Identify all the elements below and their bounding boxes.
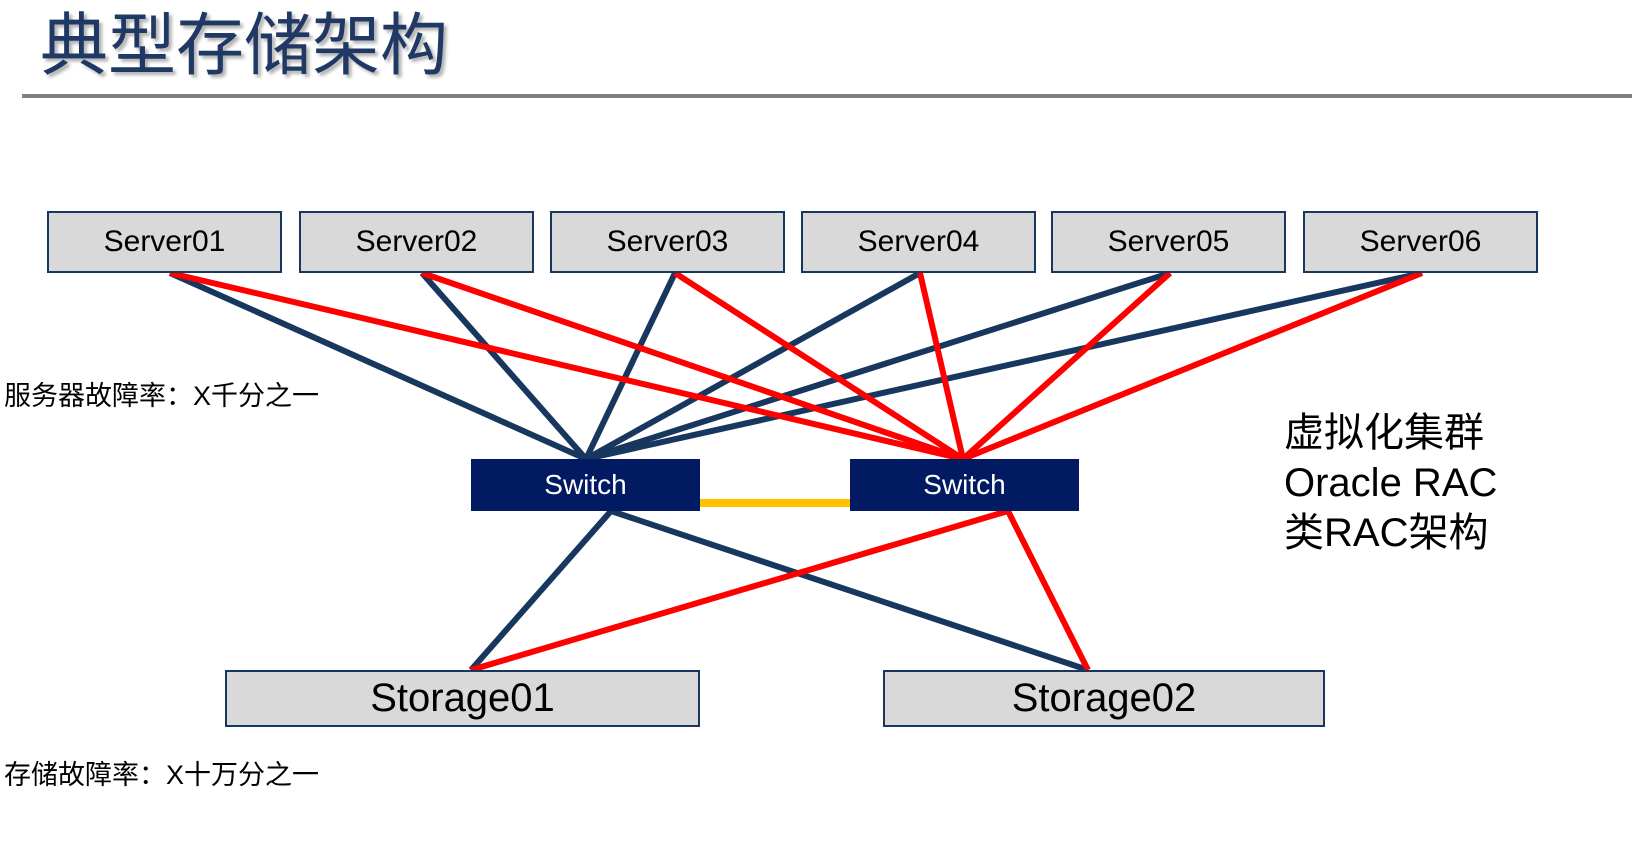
page-title: 典型存储架构 (40, 8, 449, 84)
node-server01-label: Server01 (103, 225, 226, 258)
link-server03-switch2 (673, 270, 965, 462)
node-storage01-label: Storage01 (370, 676, 555, 720)
link-switch2-storage01 (470, 508, 1009, 673)
link-server02-switch1 (419, 271, 589, 461)
node-server02[interactable]: Server02 (299, 211, 534, 273)
node-server03[interactable]: Server03 (550, 211, 785, 273)
node-storage02[interactable]: Storage02 (883, 670, 1325, 727)
link-server04-switch1 (584, 270, 922, 462)
link-server05-switch1 (585, 270, 1171, 462)
cluster-notes: 虚拟化集群 Oracle RAC 类RAC架构 (1284, 408, 1497, 558)
cluster-note-line-1: 虚拟化集群 (1284, 411, 1484, 455)
link-server01-switch2 (169, 270, 964, 462)
node-server05-label: Server05 (1107, 225, 1230, 258)
link-switch1-storage01 (468, 509, 614, 672)
cluster-note-line-3: 类RAC架构 (1284, 511, 1489, 555)
node-server06[interactable]: Server06 (1303, 211, 1538, 273)
node-server01[interactable]: Server01 (47, 211, 282, 273)
link-server03-switch1 (583, 271, 678, 461)
link-switch2-storage02 (1005, 509, 1091, 672)
node-storage01[interactable]: Storage01 (225, 670, 700, 727)
link-server02-switch2 (421, 270, 964, 462)
storage-failure-rate-note: 存储故障率：X十万分之一 (4, 760, 320, 790)
server-failure-rate-note: 服务器故障率：X千分之一 (4, 381, 320, 411)
node-server06-label: Server06 (1359, 225, 1482, 258)
node-server04-label: Server04 (857, 225, 980, 258)
node-switch-2-label: Switch (923, 469, 1006, 500)
node-switch-2[interactable]: Switch (850, 459, 1079, 511)
node-switch-1-label: Switch (544, 469, 627, 500)
node-server03-label: Server03 (606, 225, 729, 258)
cluster-note-line-2: Oracle RAC (1284, 461, 1498, 505)
link-server04-switch2 (917, 272, 966, 460)
node-server05[interactable]: Server05 (1051, 211, 1286, 273)
node-switch-1[interactable]: Switch (471, 459, 700, 511)
node-server04[interactable]: Server04 (801, 211, 1036, 273)
link-switch1-storage02 (610, 508, 1089, 673)
title-divider (22, 94, 1632, 98)
node-storage02-label: Storage02 (1011, 676, 1197, 720)
link-server01-switch1 (168, 270, 588, 462)
node-server02-label: Server02 (355, 225, 478, 258)
link-server05-switch2 (960, 270, 1173, 462)
